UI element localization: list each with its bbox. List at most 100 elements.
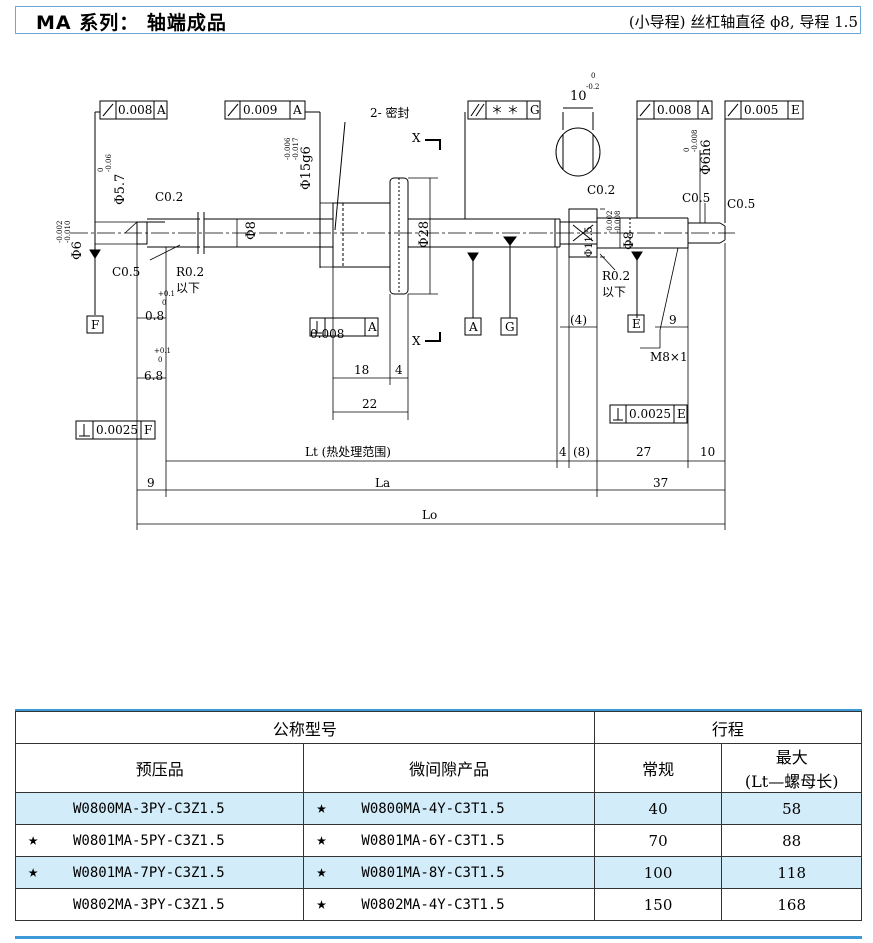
seal-label: 2- 密封 bbox=[370, 105, 410, 120]
dim-phi8: Φ8 bbox=[244, 221, 259, 240]
tol-value-3: 0.008 bbox=[657, 103, 691, 117]
col-preload-header: 预压品 bbox=[14, 743, 305, 793]
radius-r02b: R0.2 bbox=[602, 269, 630, 283]
dim-lt: Lt (热处理范围) bbox=[305, 445, 391, 459]
table-row: ★W0801MA-5PY-C3Z1.5 ★W0801MA-6Y-C3T1.5 7… bbox=[14, 824, 862, 857]
dim-18: 18 bbox=[354, 363, 369, 377]
ball-nut bbox=[332, 202, 391, 268]
star-icon: ★ bbox=[316, 862, 327, 882]
dim-27: 27 bbox=[636, 445, 651, 459]
dim-6-8-tol2: 0 bbox=[158, 356, 162, 364]
dim-phi28: Φ28 bbox=[417, 221, 432, 248]
tol-value-g: ＊ ＊ bbox=[491, 103, 519, 117]
dim-phi6-tol1: -0.002 bbox=[56, 221, 64, 243]
tol-value-1: 0.008 bbox=[118, 103, 152, 117]
dim-22: 22 bbox=[362, 397, 377, 411]
table-top-rule bbox=[15, 709, 862, 712]
dim-0-8-tol2: 0 bbox=[162, 299, 166, 307]
dim-phi6h6: Φ6h6 bbox=[699, 139, 714, 175]
star-icon: ★ bbox=[28, 862, 39, 882]
radius-r02: R0.2 bbox=[176, 265, 204, 279]
tol-ref-2: A bbox=[292, 103, 302, 117]
cell-micro-model: ★W0801MA-8Y-C3T1.5 bbox=[303, 856, 595, 889]
datum-e-mark bbox=[631, 251, 643, 261]
cell-micro-model: ★W0800MA-4Y-C3T1.5 bbox=[303, 792, 595, 825]
dim-8-paren: (8) bbox=[573, 445, 590, 459]
page-subtitle: (小导程) 丝杠轴直径 ϕ8, 导程 1.5 bbox=[628, 13, 858, 31]
cell-max: 168 bbox=[721, 888, 862, 921]
tolerance-frame-g bbox=[467, 100, 541, 120]
dim-9b: 9 bbox=[147, 476, 155, 490]
section-view bbox=[555, 127, 601, 177]
perp-frame-a bbox=[309, 317, 379, 337]
shaft-end-left bbox=[136, 221, 148, 245]
cell-max: 118 bbox=[721, 856, 862, 889]
tol-value-2: 0.009 bbox=[243, 103, 277, 117]
col-normal-header: 常规 bbox=[593, 743, 723, 793]
dim-10-tol: -0.2 bbox=[586, 83, 600, 91]
dim-0-8: 0.8 bbox=[145, 309, 164, 323]
datum-f-mark bbox=[89, 249, 101, 259]
chamfer-c02b: C0.2 bbox=[587, 183, 615, 197]
ref-f: F bbox=[91, 318, 99, 332]
ref-box-f bbox=[86, 315, 104, 334]
cell-max: 88 bbox=[721, 824, 862, 857]
cell-preload-model: ★W0801MA-7PY-C3Z1.5 bbox=[14, 856, 305, 889]
ref-e: E bbox=[632, 317, 641, 331]
technical-drawing: 0.008 A 0.009 A ＊ ＊ G 0.008 A 0.005 E 2-… bbox=[0, 40, 873, 540]
tol-value-4: 0.005 bbox=[744, 103, 778, 117]
ref-box-g bbox=[500, 317, 518, 336]
ref-a: A bbox=[468, 320, 478, 334]
section-x-bottom: X bbox=[412, 334, 421, 348]
col-micro-header: 微间隙产品 bbox=[303, 743, 595, 793]
dim-phi15g6-tol1: -0.006 bbox=[284, 137, 292, 160]
dim-lo: Lo bbox=[422, 508, 437, 522]
table-row: ★W0801MA-7PY-C3Z1.5 ★W0801MA-8Y-C3T1.5 1… bbox=[14, 856, 862, 889]
cell-normal: 100 bbox=[593, 856, 723, 889]
col-max-label: 最大 bbox=[775, 748, 808, 767]
radius-r02b-note: 以下 bbox=[602, 285, 626, 299]
perp-ref-a: A bbox=[367, 320, 377, 334]
radius-r02-note: 以下 bbox=[176, 281, 200, 295]
chamfer-c05: C0.5 bbox=[112, 265, 140, 279]
perp-ref-f: F bbox=[144, 423, 152, 437]
dim-phi6: Φ6 bbox=[70, 241, 85, 260]
cell-normal: 150 bbox=[593, 888, 723, 921]
cell-max: 58 bbox=[721, 792, 862, 825]
dim-la: La bbox=[375, 476, 390, 490]
star-icon: ★ bbox=[28, 830, 39, 850]
header-bar: MA 系列： 轴端成品 (小导程) 丝杠轴直径 ϕ8, 导程 1.5 bbox=[15, 6, 861, 34]
tolerance-frame-3 bbox=[636, 100, 713, 120]
perp-value-f: 0.0025 bbox=[96, 423, 138, 437]
cell-normal: 70 bbox=[593, 824, 723, 857]
dim-phi11-5: Φ11.5 bbox=[584, 227, 595, 257]
star-icon: ★ bbox=[316, 830, 327, 850]
chamfer-c02: C0.2 bbox=[155, 190, 183, 204]
perp-frame-f bbox=[75, 420, 156, 440]
dim-phi6h6-tol1: 0 bbox=[683, 148, 691, 152]
page-title: MA 系列： 轴端成品 bbox=[36, 12, 227, 34]
tol-ref-g: G bbox=[530, 103, 540, 117]
dim-phi8b-tol2: -0.008 bbox=[614, 211, 622, 233]
dim-6-8-tol1: +0.1 bbox=[154, 347, 171, 355]
cell-micro-model: ★W0801MA-6Y-C3T1.5 bbox=[303, 824, 595, 857]
tolerance-frame-2 bbox=[224, 100, 306, 120]
ref-box-a bbox=[464, 317, 482, 336]
chamfer-c05c: C0.5 bbox=[727, 197, 755, 211]
dim-phi6-tol2: -0.010 bbox=[64, 221, 72, 243]
cell-preload-model: W0800MA-3PY-C3Z1.5 bbox=[14, 792, 305, 825]
dim-6-8: 6.8 bbox=[144, 369, 163, 383]
dim-phi15g6-tol2: -0.017 bbox=[292, 138, 300, 160]
tol-ref-4: E bbox=[791, 103, 800, 117]
tol-ref-1: A bbox=[156, 103, 166, 117]
dim-0-8-tol1: +0.1 bbox=[158, 290, 175, 298]
dim-4b: 4 bbox=[559, 445, 567, 459]
dim-phi8b: Φ8 bbox=[622, 231, 637, 250]
dim-phi57-tol1: 0 bbox=[97, 168, 105, 172]
cell-micro-model: ★W0802MA-4Y-C3T1.5 bbox=[303, 888, 595, 921]
dim-10-tol0: 0 bbox=[591, 72, 595, 80]
dim-4-paren: (4) bbox=[570, 313, 587, 327]
dim-9: 9 bbox=[669, 313, 677, 327]
col-max-sublabel: (Lt—螺母长) bbox=[744, 772, 839, 791]
perp-value-e: 0.0025 bbox=[629, 407, 671, 421]
